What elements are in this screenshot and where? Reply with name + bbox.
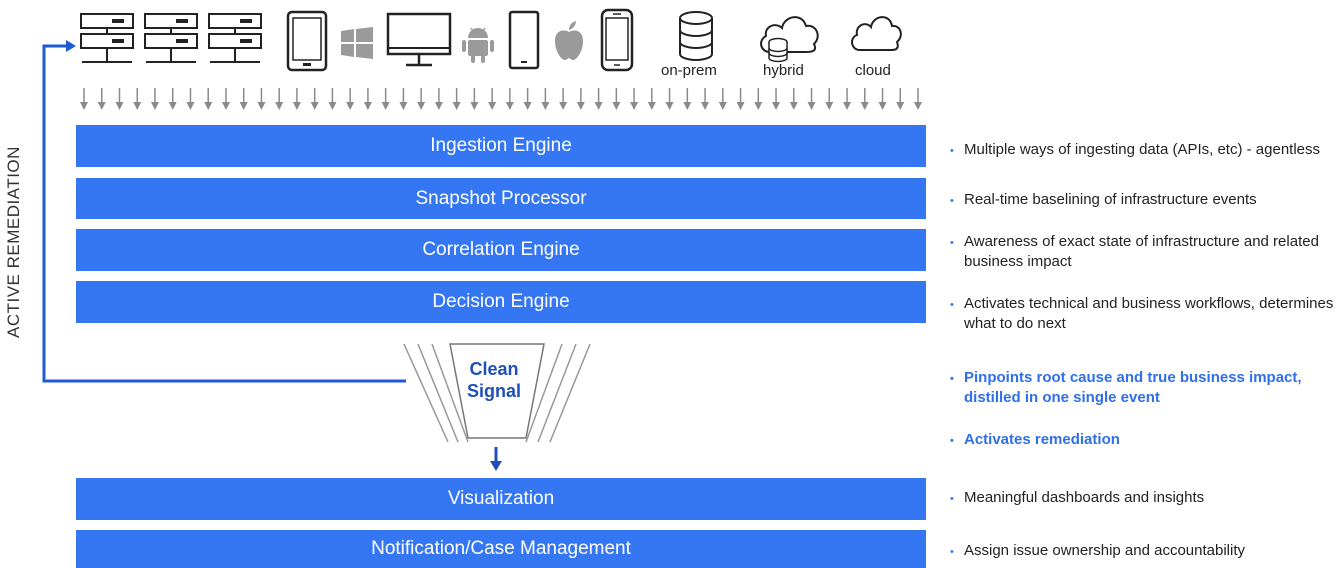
description-remediation: •Activates remediation <box>950 430 1342 451</box>
active-remediation-label: ACTIVE REMEDIATION <box>4 146 23 338</box>
decision-engine-layer: Decision Engine <box>76 281 926 323</box>
clean-signal-line2: Signal <box>466 381 521 401</box>
ingest-arrow <box>452 88 461 110</box>
ingest-arrow <box>186 88 195 110</box>
description-visualization: •Meaningful dashboards and insights <box>950 488 1342 509</box>
tablet-icon <box>286 10 328 72</box>
description-decision: •Activates technical and business workfl… <box>950 295 1334 332</box>
ingest-arrow <box>647 88 656 110</box>
ingest-arrow <box>363 88 372 110</box>
visualization-layer: Visualization <box>76 478 926 520</box>
ingest-arrow <box>683 88 692 110</box>
ingest-arrow <box>612 88 621 110</box>
clean-signal-line1: Clean <box>469 359 519 379</box>
phone-icon <box>508 10 540 70</box>
ingest-arrow <box>168 88 177 110</box>
ingest-arrow <box>275 88 284 110</box>
ingest-arrow <box>505 88 514 110</box>
bullet: • <box>950 493 954 505</box>
ingest-arrow <box>417 88 426 110</box>
bullet: • <box>950 373 954 385</box>
smartphone-icon <box>600 8 634 72</box>
cloud-label: cloud <box>855 62 891 79</box>
ingest-arrow <box>434 88 443 110</box>
ingest-arrow <box>346 88 355 110</box>
ingest-arrow <box>914 88 922 110</box>
bullet: • <box>950 237 954 249</box>
clean-signal-label: Clean Signal <box>446 358 542 402</box>
ingest-arrow <box>80 88 88 110</box>
ingest-arrow <box>399 88 408 110</box>
ingest-arrow <box>576 88 585 110</box>
ingest-arrow <box>754 88 763 110</box>
database-icon <box>679 11 713 61</box>
server-rack-icon <box>80 13 134 63</box>
ingest-arrows <box>80 88 922 110</box>
description-correlation: •Awareness of exact state of infrastruct… <box>950 233 1319 270</box>
bullet: • <box>950 435 954 447</box>
description-snapshot: •Real-time baselining of infrastructure … <box>950 190 1342 211</box>
ingest-arrow <box>718 88 727 110</box>
ingest-arrow <box>594 88 603 110</box>
ingest-arrow <box>470 88 479 110</box>
bullet: • <box>950 195 954 207</box>
ingest-arrow <box>115 88 124 110</box>
notification-case-management-layer: Notification/Case Management <box>76 530 926 568</box>
apple-logo-icon <box>555 21 583 60</box>
ingest-arrow <box>860 88 869 110</box>
ingest-arrow <box>292 88 301 110</box>
correlation-engine-layer: Correlation Engine <box>76 229 926 271</box>
ingest-arrow <box>843 88 852 110</box>
bullet: • <box>950 299 954 311</box>
server-rack-icon <box>144 13 198 63</box>
on-prem-label: on-prem <box>661 62 717 79</box>
ingest-arrow <box>825 88 834 110</box>
ingest-arrow <box>559 88 568 110</box>
down-arrow-icon <box>490 447 502 471</box>
clean-signal-funnel <box>403 343 591 443</box>
ingest-arrow <box>310 88 319 110</box>
ingest-arrow <box>665 88 674 110</box>
description-notification: •Assign issue ownership and accountabili… <box>950 541 1342 562</box>
ingest-arrow <box>896 88 905 110</box>
windows-logo-icon <box>341 27 373 59</box>
server-rack-icon <box>208 13 262 63</box>
ingest-arrow <box>97 88 106 110</box>
ingest-arrow <box>133 88 142 110</box>
snapshot-processor-layer: Snapshot Processor <box>76 178 926 219</box>
desktop-monitor-icon <box>386 12 452 67</box>
ingest-arrow <box>204 88 213 110</box>
ingestion-engine-layer: Ingestion Engine <box>76 125 926 167</box>
hybrid-cloud-icon <box>760 16 819 63</box>
ingest-arrow <box>878 88 887 110</box>
ingest-arrow <box>257 88 266 110</box>
remediation-feedback-arrow <box>42 40 406 383</box>
ingest-arrow <box>789 88 798 110</box>
ingest-arrow <box>541 88 550 110</box>
ingest-arrow <box>807 88 816 110</box>
ingest-arrow <box>239 88 248 110</box>
cloud-icon <box>851 16 902 51</box>
bullet: • <box>950 546 954 558</box>
ingest-arrow <box>328 88 337 110</box>
description-clean-signal: •Pinpoints root cause and true business … <box>950 369 1302 406</box>
ingest-arrow <box>736 88 745 110</box>
ingest-arrow <box>488 88 497 110</box>
ingest-arrow <box>150 88 159 110</box>
description-ingestion: •Multiple ways of ingesting data (APIs, … <box>950 140 1342 161</box>
ingest-arrow <box>630 88 639 110</box>
android-icon <box>462 27 494 63</box>
bullet: • <box>950 145 954 157</box>
ingest-arrow <box>221 88 230 110</box>
ingest-arrow <box>381 88 390 110</box>
ingest-arrow <box>772 88 781 110</box>
ingest-arrow <box>523 88 532 110</box>
hybrid-label: hybrid <box>763 62 804 79</box>
ingest-arrow <box>701 88 710 110</box>
